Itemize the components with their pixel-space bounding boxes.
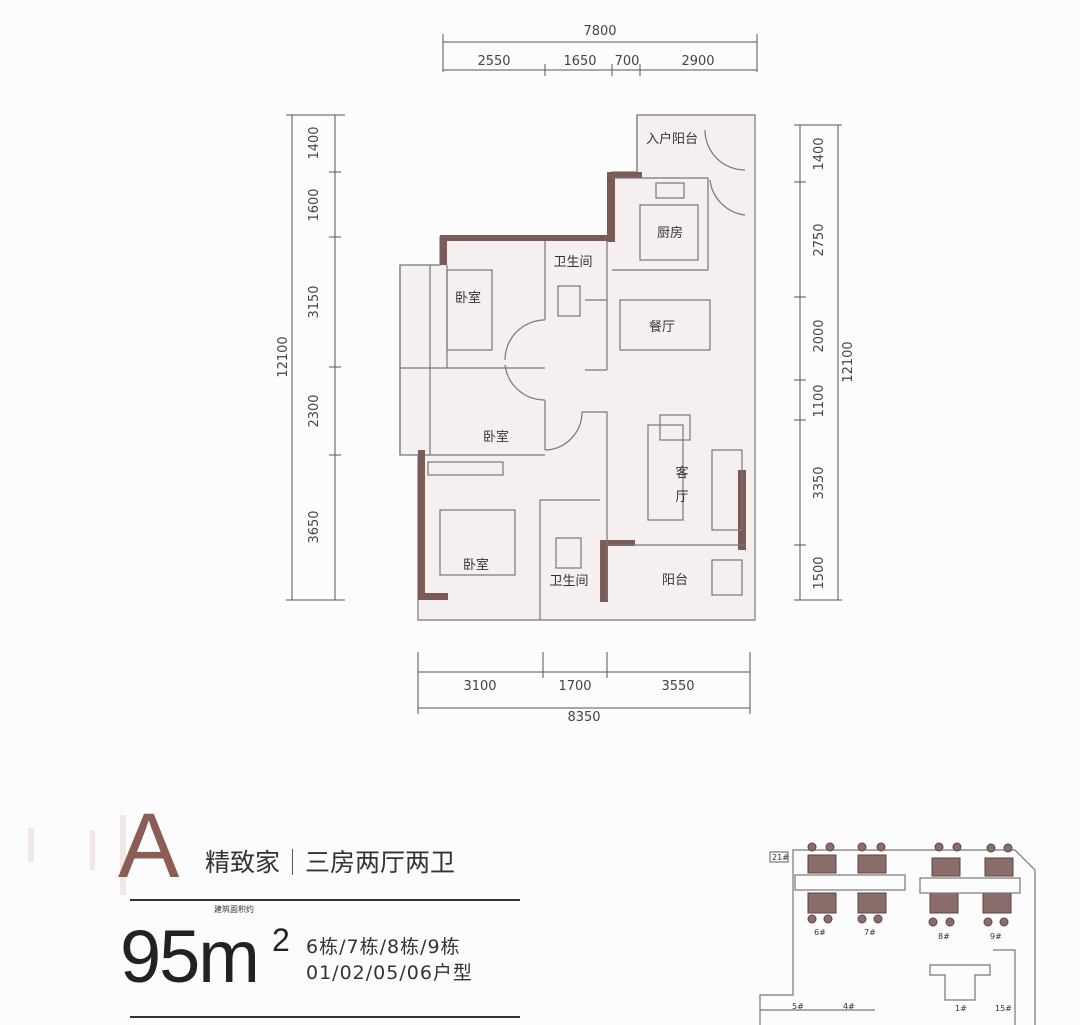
dim-right-5: 3350: [812, 466, 827, 499]
unit-letter: A: [118, 795, 180, 897]
dim-top-2: 1650: [563, 54, 596, 69]
dim-left-3: 3150: [307, 285, 322, 318]
dim-right-6: 1500: [812, 556, 827, 589]
dim-bottom-2: 1700: [558, 679, 591, 694]
room-living-1: 客: [675, 465, 688, 481]
site-bldg-5: 5#: [792, 1002, 804, 1011]
dim-left-1: 1400: [307, 126, 322, 159]
title-separator: [292, 849, 294, 875]
room-bathroom-top: 卫生间: [553, 255, 592, 270]
divider-top: [130, 899, 520, 901]
site-bldg-4: 4#: [843, 1002, 855, 1011]
unit-area: 95m: [120, 915, 260, 998]
dim-top-4: 2900: [681, 54, 714, 69]
floor-plan: 入户阳台 厨房 卫生间 卧室 餐厅 卧室 客 厅 卧室 卫生间 阳台: [399, 114, 756, 621]
divider-bottom: [130, 1016, 520, 1018]
unit-area-superscript: 2: [272, 922, 290, 958]
decorative-bar: [90, 830, 95, 870]
site-bldg-6: 6#: [814, 928, 826, 937]
site-highlight-blocks: [807, 842, 1014, 927]
left-dimension: 12100 1400 1600 3150 2300 3650: [276, 114, 345, 601]
room-bedroom-2: 卧室: [483, 429, 509, 445]
dim-left-2: 1600: [307, 188, 322, 221]
dim-right-4: 1100: [812, 384, 827, 417]
unit-name: 精致家: [205, 848, 281, 877]
room-living-2: 厅: [675, 490, 688, 505]
unit-title: 精致家三房两厅两卫: [205, 843, 455, 879]
unit-buildings: 6栋/7栋/8栋/9栋 01/02/05/06户型: [306, 934, 473, 986]
top-dimension: 7800 2550 1650 700 2900: [442, 24, 758, 76]
building-list: 6栋/7栋/8栋/9栋: [306, 936, 461, 958]
site-bldg-7: 7#: [864, 928, 876, 937]
room-dining: 餐厅: [649, 319, 675, 335]
dim-left-5: 3650: [307, 510, 322, 543]
right-dimension: 1400 2750 2000 1100 3350 1500 12100: [794, 124, 856, 601]
dim-right-1: 1400: [812, 137, 827, 170]
dim-left-4: 2300: [307, 394, 322, 427]
room-bathroom-bottom: 卫生间: [549, 574, 588, 589]
dim-right-3: 2000: [812, 319, 827, 352]
site-bldg-15: 15#: [995, 1004, 1012, 1013]
dim-left-total: 12100: [276, 336, 291, 377]
site-plan: 21# 6# 7# 8# 9# 5# 4# 1# 15#: [759, 842, 1036, 1025]
dim-right-total: 12100: [841, 341, 856, 382]
room-bedroom-1: 卧室: [455, 290, 481, 306]
site-bldg-9: 9#: [990, 932, 1002, 941]
dim-bottom-3: 3550: [661, 679, 694, 694]
dim-right-2: 2750: [812, 223, 827, 256]
unit-layout: 三房两厅两卫: [305, 848, 456, 877]
room-entry-balcony: 入户阳台: [646, 131, 698, 147]
dim-bottom-1: 3100: [463, 679, 496, 694]
unit-area-note: 建筑面积约: [214, 905, 254, 914]
site-bldg-21: 21#: [772, 853, 789, 862]
dim-top-total: 7800: [583, 24, 616, 39]
dim-top-1: 2550: [477, 54, 510, 69]
room-master-bedroom: 卧室: [463, 557, 489, 573]
site-bldg-8: 8#: [938, 932, 950, 941]
dim-top-3: 700: [615, 54, 640, 69]
room-kitchen: 厨房: [657, 225, 683, 241]
decorative-bar: [28, 828, 34, 862]
dim-bottom-total: 8350: [567, 710, 600, 725]
unit-number-list: 01/02/05/06户型: [306, 962, 473, 984]
room-balcony: 阳台: [662, 573, 688, 588]
bottom-dimension: 3100 1700 3550 8350: [417, 652, 751, 725]
decorative-bar: [120, 815, 126, 895]
site-bldg-1: 1#: [955, 1004, 967, 1013]
